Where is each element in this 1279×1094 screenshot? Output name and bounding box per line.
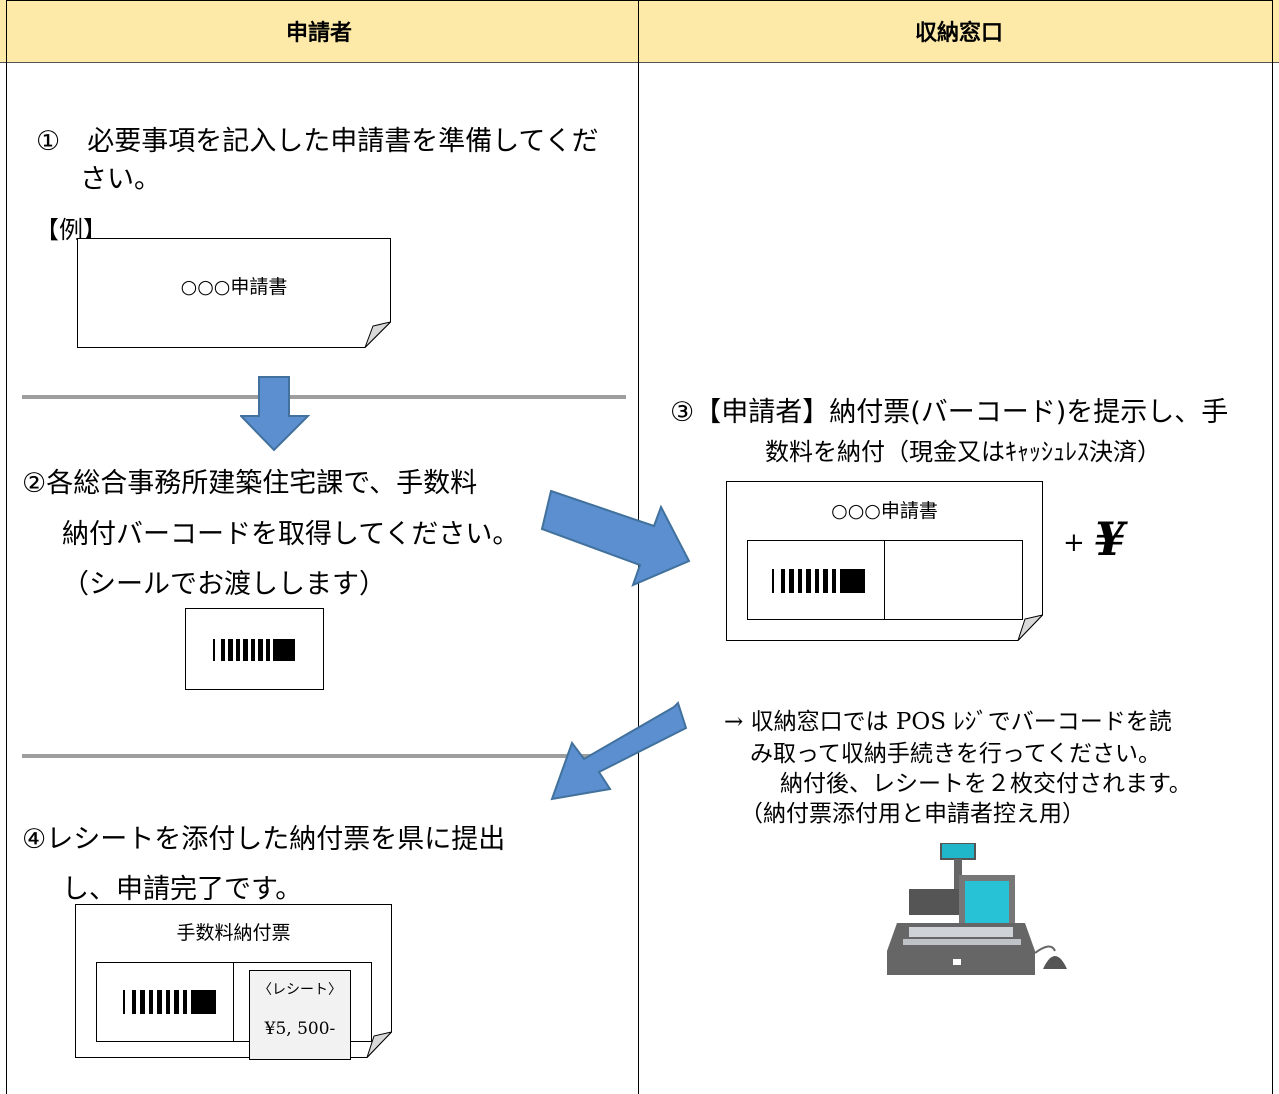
table-header: [0, 0, 1279, 63]
barcode-icon: [772, 569, 865, 593]
step2-text-line3: （シールでお渡しします）: [62, 569, 386, 600]
step3-note-line3: 納付後、レシートを２枚交付されます。: [780, 771, 1192, 797]
folded-page-icon: [77, 238, 393, 348]
application-document-title: ○○○申請書: [180, 276, 288, 298]
header-window: 収納窓口: [914, 21, 1003, 46]
stamp-field: [233, 962, 234, 1042]
step2-text-line2: 納付バーコードを取得してください。: [62, 519, 520, 550]
pos-register-icon: [887, 843, 1067, 975]
fee-payment-form-title: 手数料納付票: [176, 922, 291, 944]
payment-form-title: ○○○申請書: [831, 500, 938, 522]
right-arrow-icon: [540, 489, 691, 587]
step3-note-line1: → 収納窓口では POS ﾚｼﾞでバーコードを読: [724, 709, 1172, 735]
barcode-icon: [213, 639, 295, 661]
application-document: ○○○申請書: [77, 238, 393, 348]
step4-text-line2: し、申請完了です。: [62, 874, 303, 905]
payment-form-document: ○○○申請書: [726, 481, 1045, 641]
barcode-icon: [123, 990, 216, 1014]
step3-text-line2: 数料を納付（現金又はｷｬｯｼｭﾚｽ決済）: [765, 438, 1161, 466]
step1-text-line2: さい。: [80, 164, 161, 195]
top-border: [6, 0, 1273, 1]
receipt-amount: ¥5, 500-: [264, 1019, 336, 1039]
row-separator: [22, 395, 626, 399]
step1-text-line1: ① 必要事項を記入した申請書を準備してくだ: [36, 126, 599, 157]
down-arrow-icon: [240, 376, 310, 452]
step2-text-line1: ②各総合事務所建築住宅課で、手数料: [22, 468, 478, 499]
receipt: 〈レシート〉 ¥5, 500-: [249, 970, 351, 1060]
fee-payment-form-document: 手数料納付票 〈レシート〉 ¥5, 500-: [75, 904, 394, 1060]
left-arrow-icon: [550, 701, 688, 801]
step3-note-line4: （納付票添付用と申請者控え用）: [740, 801, 1085, 827]
right-border: [1272, 0, 1273, 1094]
step3-text-line1: ③【申請者】納付票(バーコード)を提示し、手: [670, 397, 1229, 428]
barcode-sticker: [185, 608, 324, 690]
row-separator: [22, 754, 626, 758]
receipt-label: 〈レシート〉: [258, 982, 342, 998]
stamp-field: [884, 540, 885, 620]
left-border: [6, 0, 7, 1094]
yen-icon: ¥: [1094, 512, 1127, 566]
step3-note-line2: み取って収納手続きを行ってください。: [750, 741, 1162, 767]
step4-text-line1: ④レシートを添付した納付票を県に提出: [22, 824, 506, 855]
header-applicant: 申請者: [285, 21, 352, 46]
plus-sign: +: [1063, 528, 1085, 558]
